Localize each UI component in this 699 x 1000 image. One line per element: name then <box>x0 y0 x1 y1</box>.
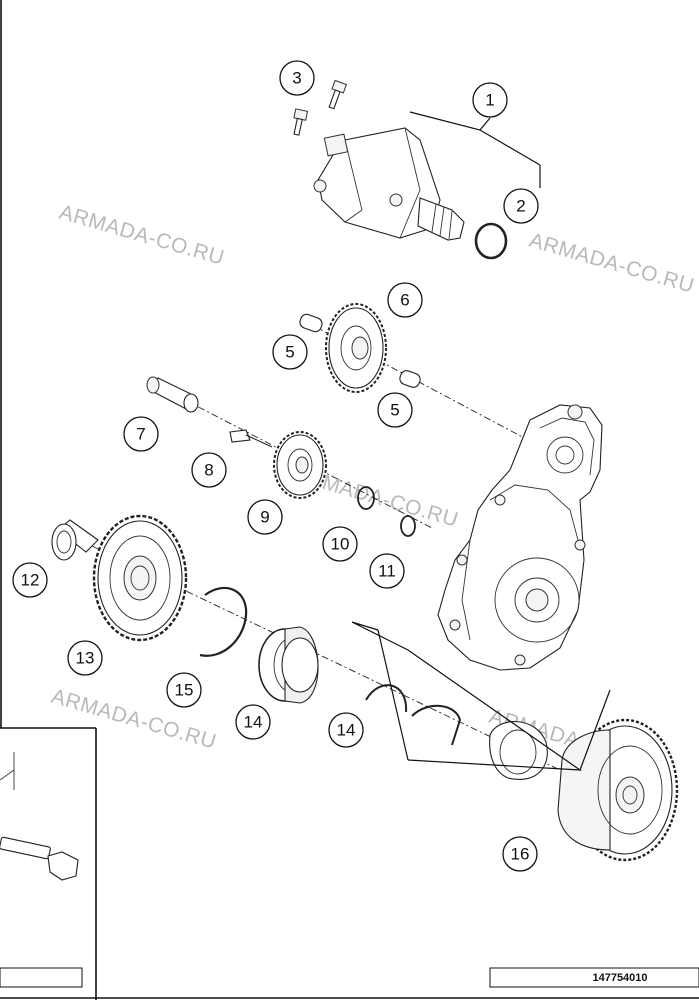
engine-cover <box>437 404 603 671</box>
callout-2: 2 <box>503 188 539 224</box>
watermarks: ARMADA-CO.RU ARMADA-CO.RU ARMADA-CO.RU A… <box>49 201 697 774</box>
svg-text:10: 10 <box>331 535 350 554</box>
svg-text:8: 8 <box>204 461 213 480</box>
bolt-inset <box>0 752 79 881</box>
callout-10: 10 <box>322 526 358 562</box>
svg-text:1: 1 <box>485 91 494 110</box>
retaining-ring <box>199 586 248 657</box>
callout-14a: 14 <box>235 704 271 740</box>
callout-14b: 14 <box>328 712 364 748</box>
svg-text:14: 14 <box>337 721 356 740</box>
callout-9: 9 <box>247 499 283 535</box>
pin <box>229 429 273 448</box>
callout-13: 13 <box>67 640 103 676</box>
callout-5b: 5 <box>377 392 413 428</box>
svg-text:12: 12 <box>21 571 40 590</box>
starter-gear <box>92 514 188 642</box>
svg-text:7: 7 <box>136 425 145 444</box>
intermediate-gear <box>299 303 421 393</box>
screws <box>293 79 348 136</box>
svg-text:2: 2 <box>516 197 525 216</box>
svg-text:13: 13 <box>76 649 95 668</box>
svg-text:5: 5 <box>390 401 399 420</box>
sleeve <box>146 376 199 413</box>
svg-text:6: 6 <box>400 291 409 310</box>
svg-text:9: 9 <box>260 508 269 527</box>
leader-lines <box>351 111 611 771</box>
svg-text:3: 3 <box>292 69 301 88</box>
callout-1: 1 <box>472 82 508 118</box>
bushing-small <box>400 515 416 537</box>
svg-text:5: 5 <box>285 343 294 362</box>
inset-label-box <box>0 967 83 988</box>
idler-gear <box>273 431 327 499</box>
washer <box>357 486 375 510</box>
o-ring <box>474 222 508 260</box>
callout-16: 16 <box>502 836 538 872</box>
callout-3: 3 <box>279 60 315 96</box>
svg-text:11: 11 <box>378 562 396 581</box>
callout-15: 15 <box>166 672 202 708</box>
callout-11: 11 <box>369 553 405 589</box>
svg-text:15: 15 <box>175 681 194 700</box>
watermark-text: ARMADA-CO.RU <box>527 229 697 298</box>
callout-12: 12 <box>12 562 48 598</box>
callout-8: 8 <box>191 452 227 488</box>
watermark-text: ARMADA-CO.RU <box>57 201 227 270</box>
callout-6: 6 <box>387 282 423 318</box>
reference-number-box: 147754010 <box>489 967 699 988</box>
needle-bearing <box>51 519 99 561</box>
reference-number: 147754010 <box>592 972 647 984</box>
svg-text:14: 14 <box>244 713 263 732</box>
starter-motor <box>313 127 465 241</box>
callout-5a: 5 <box>272 334 308 370</box>
bearing-ring <box>258 626 319 704</box>
svg-text:16: 16 <box>511 845 530 864</box>
freewheel-parts <box>365 684 679 862</box>
callout-7: 7 <box>123 416 159 452</box>
